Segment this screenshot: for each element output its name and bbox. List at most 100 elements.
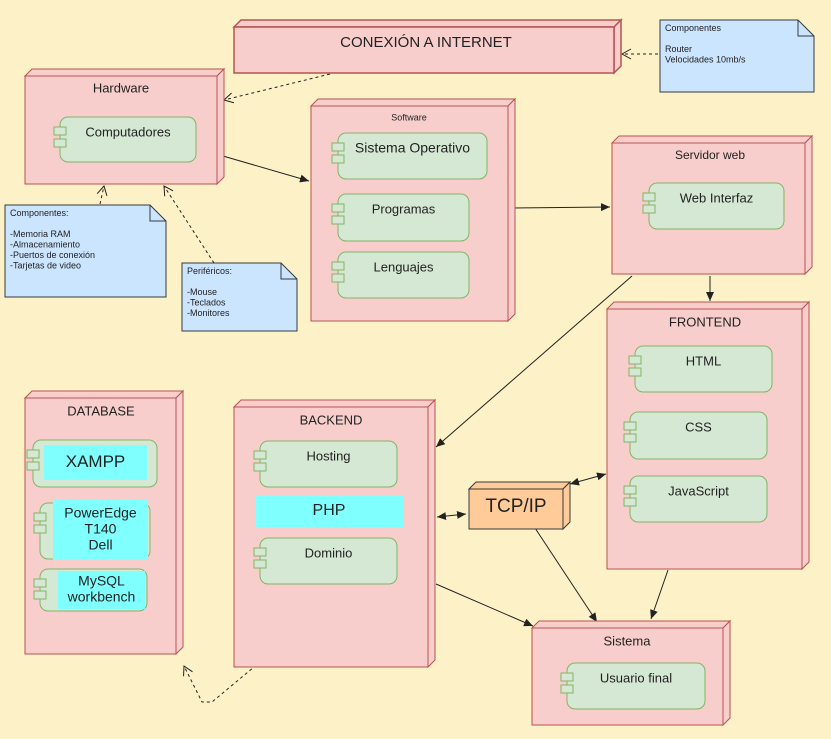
label-poweredge-label: Dell [88, 537, 112, 553]
note-router-line: Componentes [665, 23, 722, 33]
servidor-web-node-side-face [804, 134, 813, 276]
note-perifericos-body [181, 262, 298, 332]
component-computadores-label: Computadores [85, 124, 171, 139]
edge-hardware-to-software [222, 155, 310, 183]
component-javascript[interactable]: JavaScript [623, 475, 768, 523]
component-computadores-port-top [53, 126, 67, 136]
edge-servidor-web-to-backend [435, 275, 633, 448]
component-web-interfaz[interactable]: Web Interfaz [642, 182, 785, 230]
internet-node-top-face [232, 19, 623, 28]
edge-backend-to-tcp [436, 510, 467, 521]
database-title: DATABASE [67, 403, 135, 418]
note-perifericos-line: -Teclados [187, 298, 226, 308]
component-dominio-label: Dominio [305, 545, 353, 560]
component-hosting-port-top [253, 450, 267, 460]
component-xampp-port-top [26, 449, 40, 459]
database-node-side-face [175, 389, 184, 656]
tcp-ip-node-front-face [468, 488, 564, 530]
edge-frontend-to-sistema [650, 569, 669, 620]
backend-node-top-face [232, 399, 437, 408]
component-programas-label: Programas [372, 201, 436, 216]
note-componentes-hardware-line: -Tarjetas de video [10, 261, 81, 271]
servidor-web-title: Servidor web [675, 148, 745, 162]
component-lenguajes[interactable]: Lenguajes [331, 251, 470, 299]
edge-tcp-to-sistema [534, 527, 598, 623]
component-computadores-port-bottom [53, 138, 67, 148]
servidor-web-node-top-face [610, 135, 814, 144]
backend-node[interactable] [232, 398, 437, 669]
component-programas[interactable]: Programas [331, 193, 470, 242]
label-php-label: PHP [313, 502, 346, 519]
component-usuario-final-port-bottom [560, 684, 574, 694]
tcp-ip-title: TCP/IP [485, 496, 546, 517]
component-poweredge-port-top [33, 512, 47, 522]
label-xampp[interactable]: XAMPP [44, 445, 147, 480]
component-sistema-operativo[interactable]: Sistema Operativo [331, 132, 488, 180]
internet-node-side-face [613, 18, 622, 75]
hardware-node-top-face [23, 68, 226, 77]
note-perifericos-line: -Mouse [187, 287, 217, 297]
note-componentes-hardware: Componentes: -Memoria RAM-Almacenamiento -… [4, 204, 167, 298]
edge-componentes-to-hardware [96, 184, 108, 205]
component-html[interactable]: HTML [628, 345, 773, 393]
component-lenguajes-label: Lenguajes [374, 259, 434, 274]
component-sistema-operativo-port-top [331, 142, 345, 152]
label-poweredge-fill [53, 500, 148, 560]
edge-tcp-to-frontend [569, 472, 607, 486]
label-php[interactable]: PHP [255, 495, 403, 527]
label-mysql-label: MySQL [78, 573, 125, 589]
internet-node[interactable] [232, 18, 623, 75]
component-programas-port-bottom [331, 215, 345, 225]
component-hosting-label: Hosting [306, 448, 350, 463]
note-componentes-hardware-body [4, 204, 167, 298]
label-xampp-label: XAMPP [66, 452, 126, 471]
software-title: Software [391, 112, 427, 122]
component-html-port-top [628, 355, 642, 365]
sistema-node-top-face [530, 620, 732, 629]
component-sistema-operativo-port-bottom [331, 154, 345, 164]
note-perifericos-fold [280, 263, 297, 280]
frontend-node-top-face [605, 301, 811, 310]
sistema-title: Sistema [604, 633, 652, 648]
component-lenguajes-port-top [331, 261, 345, 271]
label-php-fill [255, 495, 403, 527]
edge-perifericos-to-hardware [163, 185, 215, 264]
tcp-ip-node[interactable] [467, 480, 572, 531]
component-web-interfaz-port-top [642, 192, 656, 202]
component-usuario-final[interactable]: Usuario final [560, 662, 706, 710]
note-componentes-hardware-fold [149, 205, 166, 222]
note-perifericos-line: Periféricos: [187, 266, 232, 276]
note-componentes-hardware-line: -Memoria RAM [10, 229, 71, 239]
component-hosting[interactable]: Hosting [253, 440, 398, 488]
internet-title: CONEXIÓN A INTERNET [340, 34, 512, 51]
label-mysql-fill [58, 571, 145, 609]
component-web-interfaz-label: Web Interfaz [680, 190, 753, 205]
frontend-node-side-face [801, 300, 810, 571]
component-dominio[interactable]: Dominio [253, 537, 398, 585]
component-computadores[interactable]: Computadores [53, 116, 197, 163]
component-mysql-port-bottom [33, 590, 47, 600]
note-componentes-hardware-line: Componentes: [10, 208, 69, 218]
edge-backend-to-sistema [435, 583, 534, 627]
label-poweredge-label: T140 [85, 521, 117, 537]
component-html-label: HTML [686, 353, 721, 368]
internet-node-front-face [233, 26, 615, 74]
database-node-top-face [23, 390, 185, 399]
component-usuario-final-port-top [560, 672, 574, 682]
component-dominio-port-top [253, 547, 267, 557]
note-router-line: Router [665, 44, 692, 54]
note-componentes-hardware-line: -Almacenamiento [10, 240, 80, 250]
component-hosting-port-bottom [253, 462, 267, 472]
note-router-fold [797, 20, 814, 37]
component-poweredge-port-bottom [33, 524, 47, 534]
component-javascript-port-top [623, 485, 637, 495]
component-javascript-label: JavaScript [668, 483, 729, 498]
component-css[interactable]: CSS [623, 411, 768, 460]
component-css-port-bottom [623, 433, 637, 443]
hardware-node-side-face [216, 67, 225, 186]
component-mysql-port-top [33, 578, 47, 588]
component-html-port-bottom [628, 367, 642, 377]
